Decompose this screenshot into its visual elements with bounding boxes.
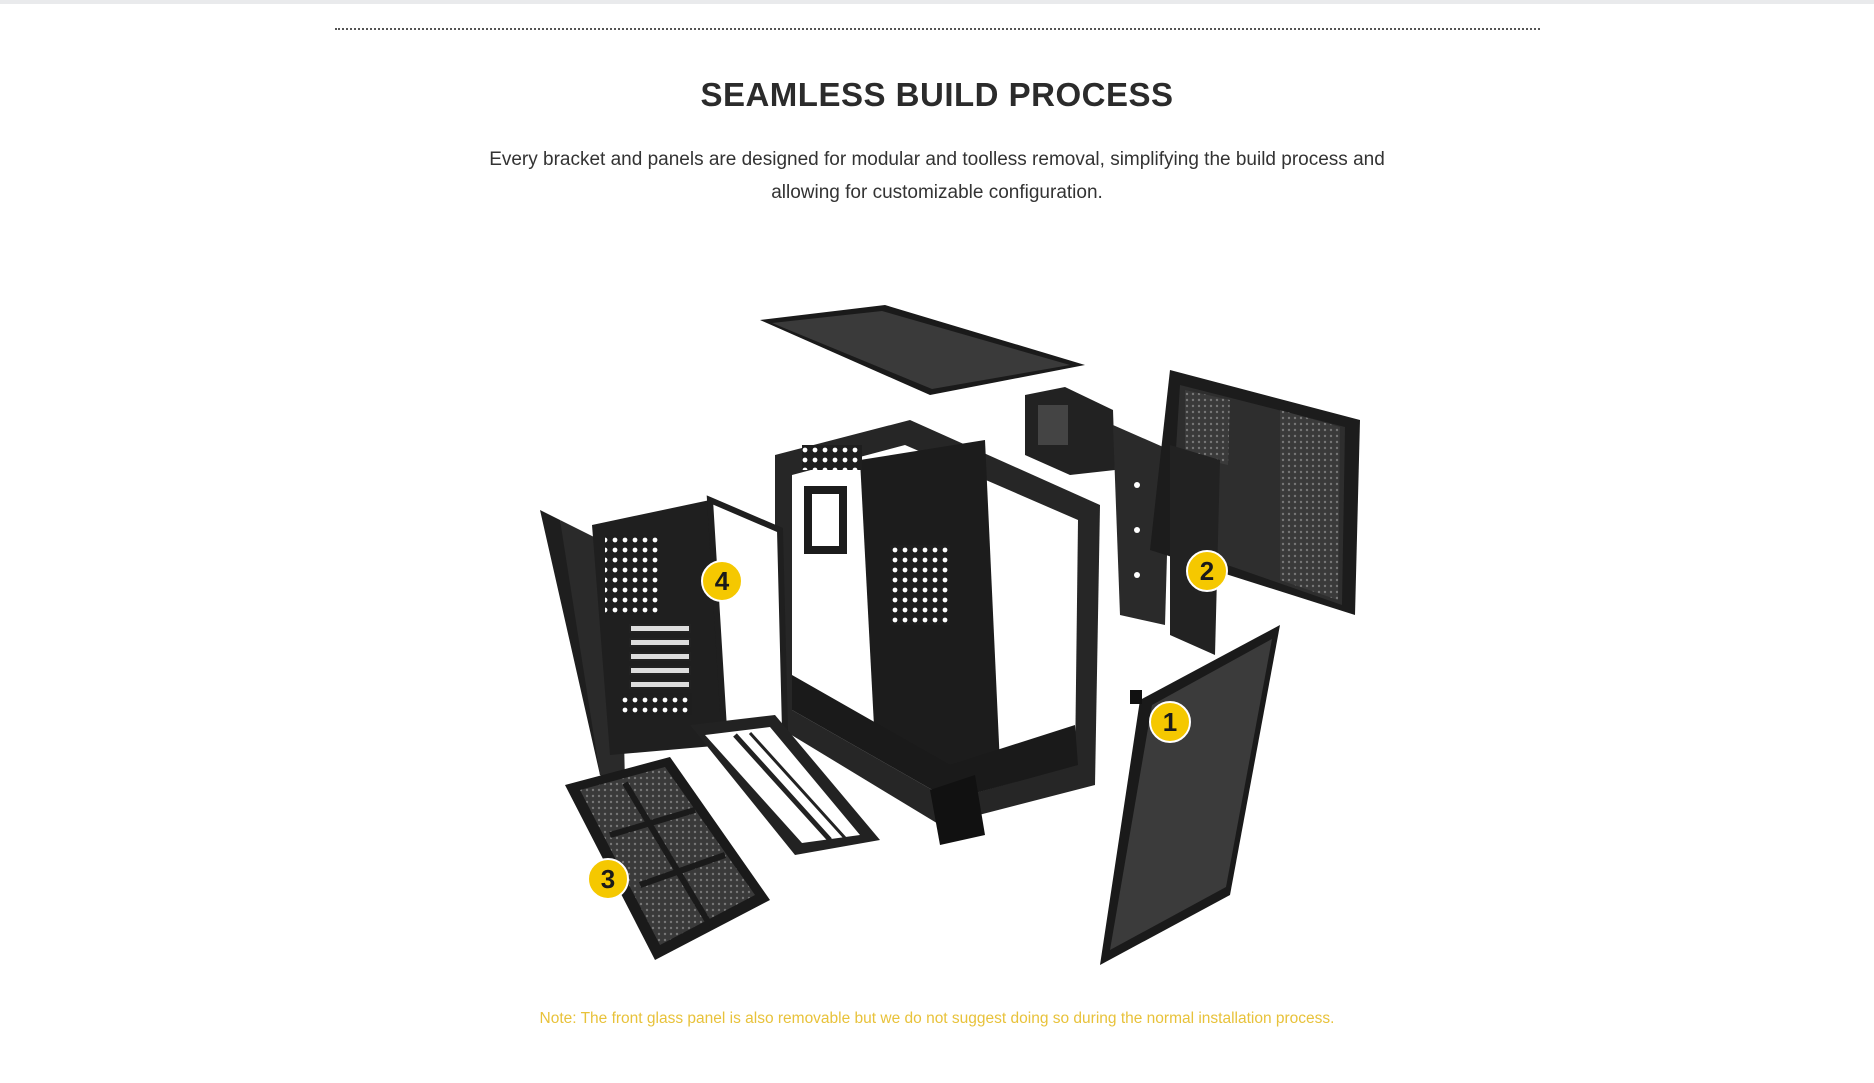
callout-3-label: 3 — [601, 864, 615, 894]
callout-2-label: 2 — [1200, 556, 1214, 586]
callout-4: 4 — [701, 560, 743, 602]
rear-io-panel — [540, 495, 789, 785]
callout-3: 3 — [587, 858, 629, 900]
callout-1-label: 1 — [1163, 707, 1177, 737]
installation-note: Note: The front glass panel is also remo… — [539, 1010, 1335, 1027]
exploded-case-svg: 1 2 3 4 — [540, 305, 1360, 965]
front-glass-panel — [1100, 625, 1280, 965]
callout-1: 1 — [1149, 701, 1191, 743]
exploded-case-illustration: 1 2 3 4 — [530, 295, 1390, 985]
top-glass-panel — [760, 305, 1085, 395]
bottom-dust-filter — [565, 757, 770, 960]
section-description: Every bracket and panels are designed fo… — [489, 149, 1385, 203]
section-title: SEAMLESS BUILD PROCESS — [700, 76, 1174, 113]
callout-4-label: 4 — [715, 566, 730, 596]
pcie-slot-covers — [629, 624, 691, 689]
section-divider — [335, 28, 1540, 30]
bottom-bracket — [690, 715, 880, 855]
top-fan-bracket — [1025, 387, 1170, 625]
top-bar — [0, 0, 1874, 4]
side-panel-upper — [1150, 370, 1360, 655]
main-chassis — [775, 420, 1100, 845]
callout-2: 2 — [1186, 550, 1228, 592]
